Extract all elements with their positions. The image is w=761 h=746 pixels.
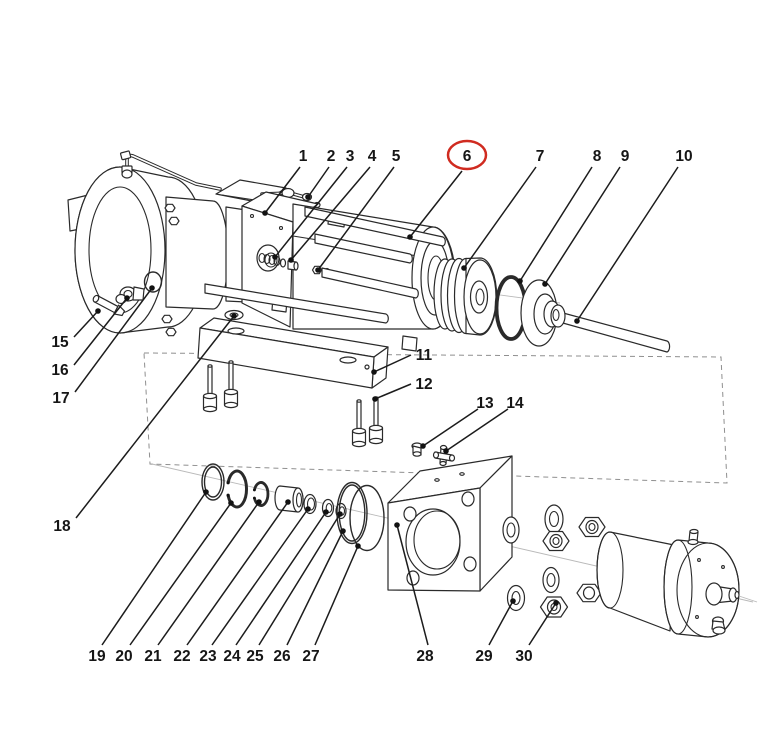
- seal-kit: [201, 463, 385, 552]
- canister: [596, 528, 758, 638]
- callout-23: 23: [199, 648, 217, 665]
- tie-rods: [204, 206, 446, 324]
- center-boss: [705, 582, 723, 606]
- callout-2: 2: [327, 148, 336, 165]
- callout-22: 22: [173, 648, 190, 665]
- piston-rod: [551, 309, 671, 353]
- bleed-screw-13: [411, 442, 423, 457]
- callout-3: 3: [346, 148, 355, 165]
- callout-13: 13: [476, 395, 494, 412]
- bolt: [202, 364, 218, 413]
- callout-12: 12: [415, 376, 432, 393]
- callout-26: 26: [273, 648, 291, 665]
- o-ring-19: [201, 463, 225, 501]
- washer: [502, 516, 520, 544]
- large-o-ring-27: [349, 484, 385, 552]
- rod-hardware: [502, 504, 606, 618]
- bar-slot: [339, 356, 357, 364]
- callout-24: 24: [223, 648, 241, 665]
- tie-rod-lower: [204, 283, 389, 324]
- bolt: [351, 399, 367, 448]
- callout-labels: 1 2 3 4 5 6 7 8 9 10 11 12 13 14 15 16 1…: [51, 139, 693, 665]
- callout-1: 1: [299, 148, 308, 165]
- callout-28: 28: [416, 648, 434, 665]
- callout-8: 8: [593, 148, 602, 165]
- callout-18: 18: [53, 518, 71, 535]
- callout-27: 27: [302, 648, 319, 665]
- callout-25: 25: [246, 648, 264, 665]
- piston: [433, 257, 498, 336]
- o-ring-17: [143, 271, 163, 293]
- callout-19: 19: [88, 648, 106, 665]
- callout-9: 9: [621, 148, 630, 165]
- hex-nut: [576, 583, 602, 603]
- callout-4: 4: [368, 148, 377, 165]
- callout-6-highlighted: 6: [463, 148, 472, 165]
- tie-rod-mid-low: [321, 267, 419, 299]
- callout-14: 14: [506, 395, 524, 412]
- mounting-bar: [197, 317, 389, 389]
- callout-15: 15: [51, 334, 69, 351]
- hex-nut: [542, 530, 570, 552]
- callout-5: 5: [392, 148, 401, 165]
- flange-block: [387, 455, 513, 592]
- cross-fitting-14: [432, 444, 456, 467]
- snap-ring-20: [226, 469, 248, 509]
- callout-29: 29: [475, 648, 493, 665]
- bushing-22: [274, 485, 304, 513]
- washer: [542, 566, 560, 594]
- rod-seal: [520, 279, 566, 347]
- washer: [544, 504, 564, 534]
- hex-nut: [578, 516, 606, 538]
- callout-17: 17: [52, 390, 69, 407]
- callout-30: 30: [515, 648, 532, 665]
- callout-11: 11: [416, 347, 433, 364]
- callout-10: 10: [675, 148, 692, 165]
- end-drum: [67, 166, 260, 341]
- callout-20: 20: [115, 648, 132, 665]
- highlight-circle-6: [446, 139, 488, 171]
- callout-7: 7: [536, 148, 545, 165]
- bolt: [368, 396, 384, 445]
- bar-slot: [227, 327, 245, 335]
- bolt: [223, 360, 239, 409]
- pipe-elbow: [119, 150, 132, 161]
- callout-21: 21: [144, 648, 162, 665]
- callout-16: 16: [51, 362, 69, 379]
- leader-lines: [73, 166, 679, 646]
